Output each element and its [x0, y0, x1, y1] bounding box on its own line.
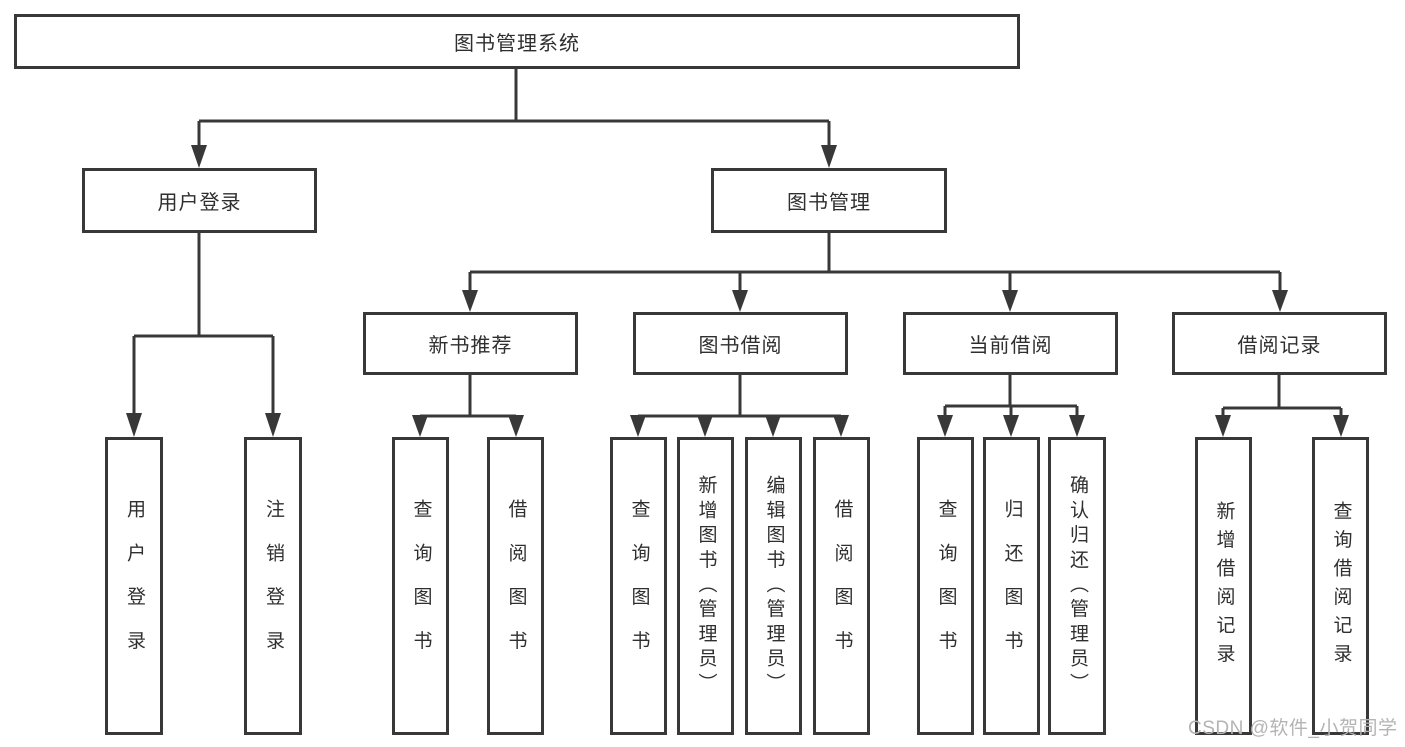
arrow-icon — [937, 415, 953, 437]
arrow-icon — [1069, 415, 1085, 437]
connector-borrow — [636, 375, 843, 420]
leaf-borrow-borrow-books: 借阅图书 — [813, 437, 870, 735]
leaf-label: 注销登录 — [262, 498, 284, 674]
node-library-system: 图书管理系统 — [14, 14, 1020, 69]
leaf-label: 查询图书 — [935, 498, 957, 674]
leaf-label: 新增图书（管理员） — [695, 474, 717, 698]
arrow-icon — [732, 290, 748, 312]
leaf-label: 查询图书 — [410, 498, 432, 674]
connector-user-login — [132, 233, 275, 418]
connector-book-management — [468, 233, 1282, 293]
arrow-icon — [833, 415, 849, 437]
node-book-borrow: 图书借阅 — [633, 312, 848, 375]
arrow-icon — [1003, 415, 1019, 437]
leaf-label: 用户登录 — [123, 498, 145, 674]
arrow-icon — [630, 415, 646, 437]
arrow-icon — [765, 415, 781, 437]
leaf-label: 查询图书 — [628, 498, 650, 674]
leaf-current-return-books: 归还图书 — [983, 437, 1040, 735]
connector-current — [943, 375, 1079, 418]
arrow-icon — [1002, 290, 1018, 312]
watermark: CSDN @软件_小贺同学 — [1188, 718, 1398, 739]
arrow-icon — [697, 415, 713, 437]
leaf-label: 新增借阅记录 — [1213, 500, 1235, 672]
leaf-records-query-record: 查询借阅记录 — [1312, 437, 1369, 735]
leaf-label: 编辑图书（管理员） — [763, 474, 785, 698]
arrow-icon — [1333, 415, 1349, 437]
arrow-icon — [821, 145, 837, 168]
node-current-borrow: 当前借阅 — [903, 312, 1118, 375]
leaf-current-query-books: 查询图书 — [917, 437, 974, 735]
arrow-icon — [412, 415, 428, 437]
arrow-icon — [1272, 290, 1288, 312]
arrow-icon — [508, 415, 524, 437]
leaf-label: 归还图书 — [1001, 498, 1023, 674]
leaf-borrow-edit-books-admin: 编辑图书（管理员） — [745, 437, 802, 735]
arrow-icon — [191, 145, 207, 168]
leaf-borrow-add-books-admin: 新增图书（管理员） — [677, 437, 734, 735]
node-user-login: 用户登录 — [82, 168, 317, 233]
leaf-logout: 注销登录 — [244, 437, 302, 735]
connector-records — [1221, 375, 1343, 418]
node-book-management: 图书管理 — [711, 168, 947, 233]
arrow-icon — [462, 290, 478, 312]
leaf-label: 借阅图书 — [831, 498, 853, 674]
connector-root — [197, 68, 831, 150]
leaf-records-add-record: 新增借阅记录 — [1195, 437, 1252, 735]
node-borrow-records: 借阅记录 — [1172, 312, 1387, 375]
leaf-borrow-query-books: 查询图书 — [610, 437, 667, 735]
node-new-book-recommend: 新书推荐 — [363, 312, 578, 375]
arrow-icon — [126, 413, 142, 437]
arrow-icon — [1215, 415, 1231, 437]
leaf-user-login: 用户登录 — [105, 437, 163, 735]
leaf-label: 借阅图书 — [505, 498, 527, 674]
arrowheads — [126, 145, 1349, 437]
leaf-recommend-query-books: 查询图书 — [392, 437, 449, 735]
leaf-label: 确认归还（管理员） — [1066, 474, 1088, 698]
connector-recommend — [418, 375, 518, 420]
arrow-icon — [265, 413, 281, 437]
leaf-recommend-borrow-books: 借阅图书 — [487, 437, 544, 735]
leaf-label: 查询借阅记录 — [1330, 500, 1352, 672]
connector-strokes — [132, 68, 1343, 420]
leaf-current-confirm-return-admin: 确认归还（管理员） — [1048, 437, 1106, 735]
